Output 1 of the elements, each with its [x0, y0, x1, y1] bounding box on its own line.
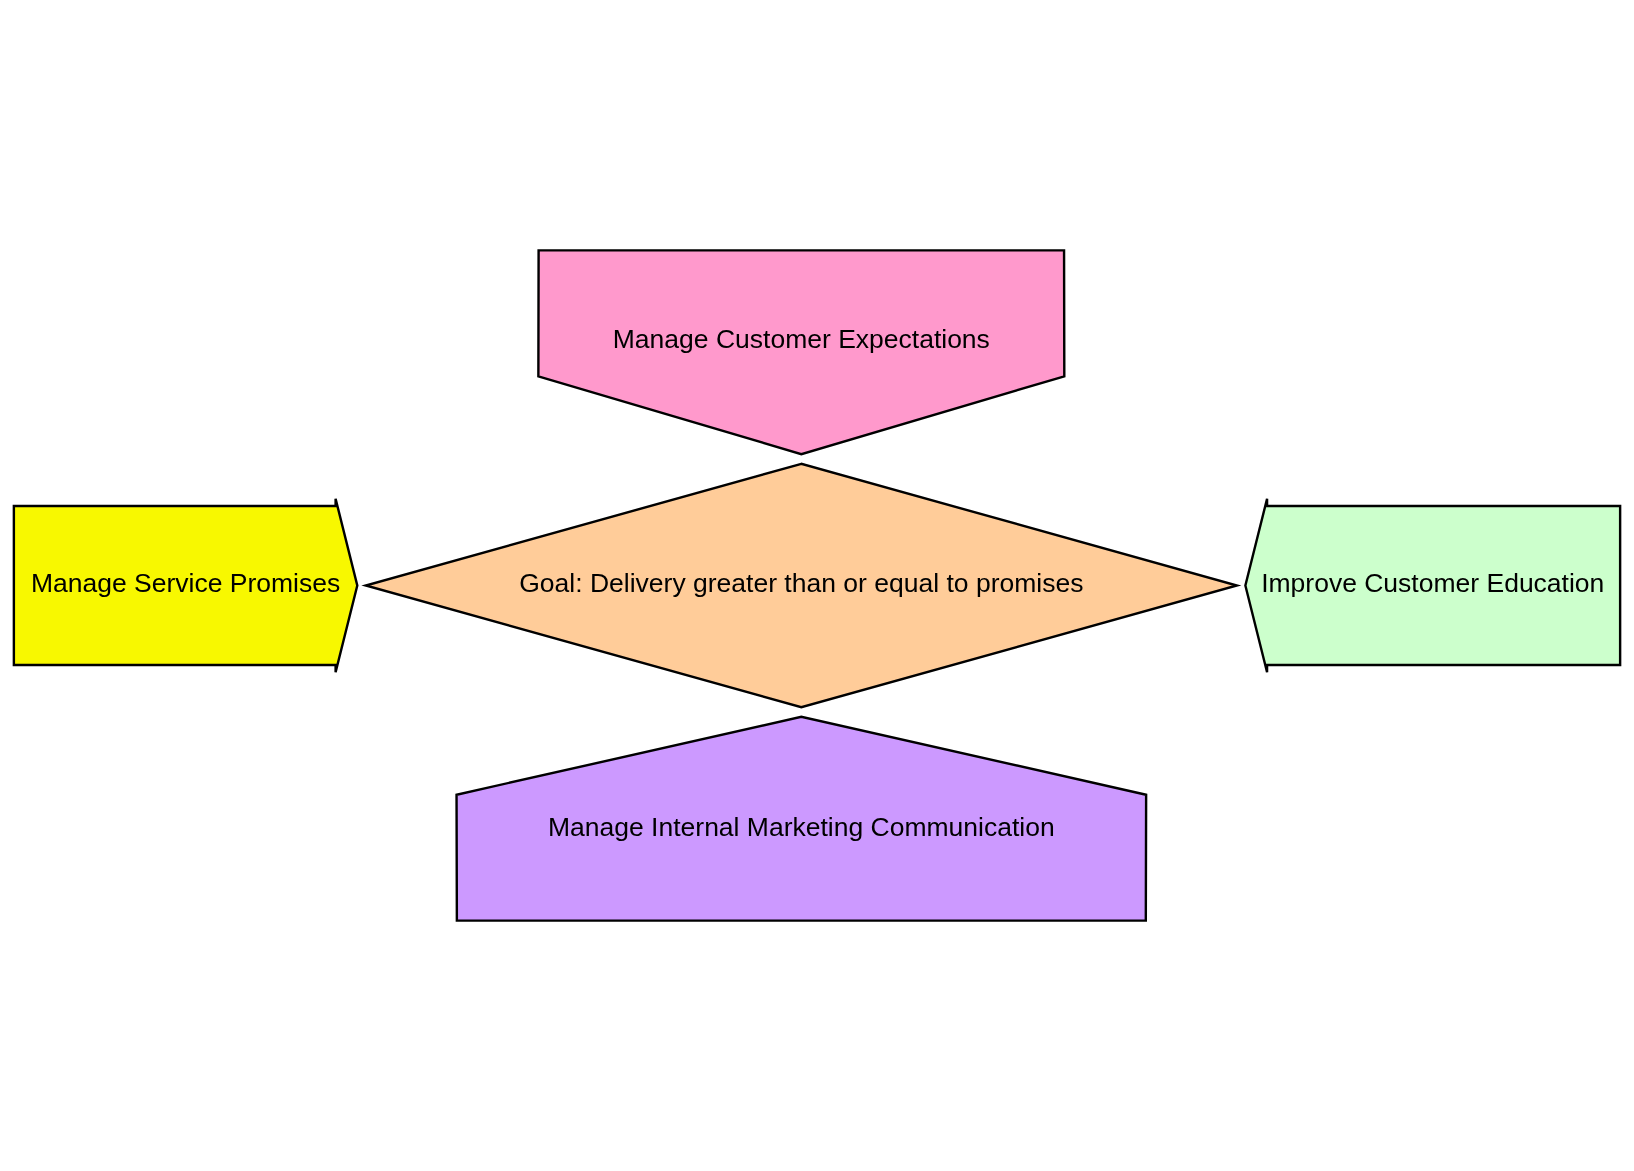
node-diamond: Goal: Delivery greater than or equal to promises — [361, 462, 1242, 709]
